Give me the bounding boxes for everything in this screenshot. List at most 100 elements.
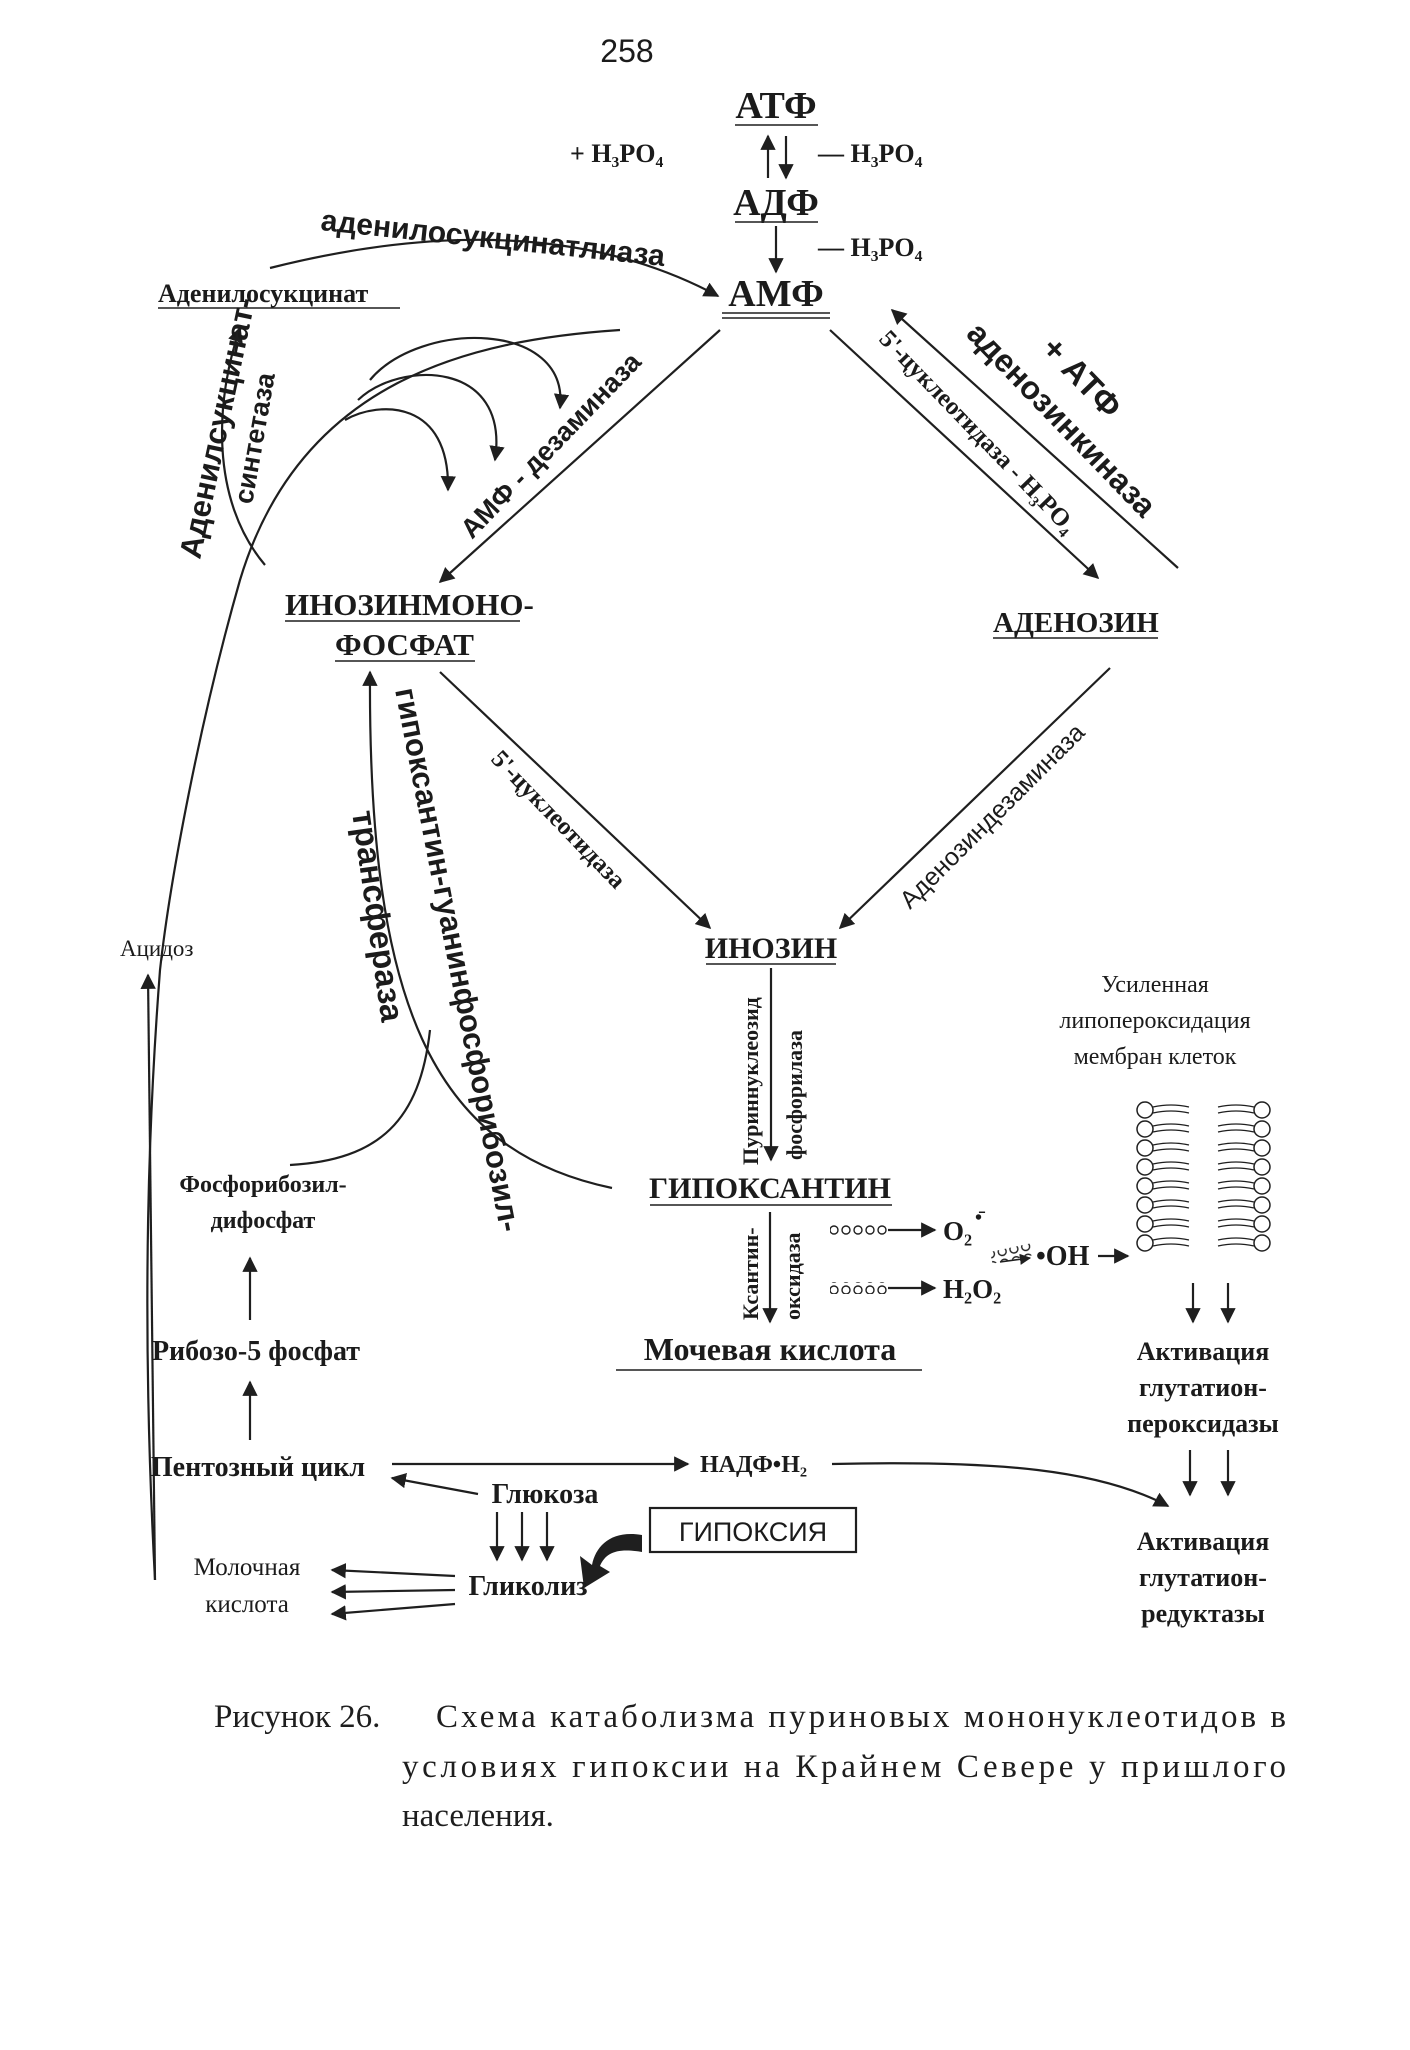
glucose-to-pentose-arrow (390, 1472, 479, 1496)
superoxide-label: O₂ (943, 1216, 972, 1246)
lipid-head (1136, 1177, 1154, 1195)
gr-label-2: глутатион- (1139, 1563, 1267, 1592)
lipid-tail (1152, 1161, 1190, 1165)
acidosis-label: Ацидоз (120, 936, 194, 961)
nucleotidase-label: 5'-цуклеотидаза (486, 745, 631, 894)
lipid-head (1136, 1158, 1154, 1176)
lipid-tail (1152, 1180, 1190, 1184)
hypoxanthine-label: ГИПОКСАНТИН (649, 1172, 891, 1205)
lactic-acid-label-2: кислота (205, 1591, 289, 1618)
glycolysis-label: Гликолиз (469, 1571, 588, 1602)
lipid-head (1253, 1120, 1271, 1138)
hypoxia-curved-arrow-icon (580, 1534, 642, 1588)
lipid-tail (1217, 1186, 1255, 1190)
feedback-arc-2 (357, 374, 505, 462)
adenosine-deaminase-label: Аденозиндезаминаза (894, 718, 1090, 914)
coil-icon-2 (830, 1282, 888, 1294)
lipid-tail (1217, 1243, 1255, 1247)
to-hydroxyl-arrow (999, 1253, 1032, 1265)
adenosine-to-inosine-arrow (838, 667, 1111, 930)
feedback-arc-3 (344, 408, 456, 492)
adenosine-to-amp-arrow (890, 308, 1179, 569)
lipid-tail (1217, 1224, 1255, 1228)
hgprt-arrow (362, 670, 613, 1190)
hgprt-second-curve (289, 1029, 432, 1167)
gpx-label-3: пероксидазы (1127, 1409, 1279, 1438)
hgprt-label-2: трансфераза (345, 808, 411, 1025)
lipid-tail (1152, 1237, 1190, 1241)
coil-icon-1 (830, 1224, 888, 1236)
pentose-cycle-label: Пентозный цикл (151, 1452, 365, 1483)
lyase-label: аденилосукцинатлиаза (319, 204, 667, 273)
lactic-acid-label-1: Молочная (194, 1554, 301, 1581)
lipid-tail (1217, 1142, 1255, 1146)
lipid-head (1253, 1101, 1271, 1119)
lipid-tail (1152, 1142, 1190, 1146)
adp-label: АДФ (733, 182, 819, 224)
lipid-tail (1152, 1104, 1190, 1108)
lipid-tail (1217, 1161, 1255, 1165)
imp-to-inosine-arrow (439, 671, 712, 930)
lipid-head (1136, 1196, 1154, 1214)
lipid-tail (1217, 1110, 1255, 1114)
lipid-tail (1152, 1167, 1190, 1171)
caption-label: Рисунок 26. (214, 1699, 380, 1735)
feedback-main-curve (146, 328, 621, 1581)
caption-line-2: условиях гипоксии на Крайнем Севере у пр… (402, 1749, 1286, 1785)
hypoxia-label: ГИПОКСИЯ (679, 1517, 827, 1547)
lipid-tail (1152, 1243, 1190, 1247)
lipid-label-3: мембран клеток (1074, 1044, 1237, 1070)
lipid-tail (1152, 1110, 1190, 1114)
gr-label-1: Активация (1137, 1527, 1270, 1556)
feedback-arc-1 (369, 336, 570, 410)
glycolysis-to-lactate-arrow-2 (330, 1584, 456, 1600)
glucose-label: Глюкоза (492, 1479, 599, 1510)
lactic-to-acidosis-arrow (140, 973, 157, 1581)
lipid-tail (1217, 1104, 1255, 1108)
lyase-arrow (269, 238, 720, 297)
lipid-head (1136, 1139, 1154, 1157)
nadph-to-gr-arrow (831, 1462, 1170, 1507)
nadph-label: НАДФ•H₂ (700, 1452, 807, 1478)
lipid-tail (1217, 1205, 1255, 1209)
peroxide-label: H₂O₂ (943, 1274, 1001, 1304)
coil-icon-3 (990, 1243, 1034, 1264)
lipid-head (1253, 1215, 1271, 1233)
amp-deaminase-label: АМФ - дезаминаза (455, 346, 648, 544)
lipid-tail (1152, 1123, 1190, 1127)
page-number: 258 (600, 33, 653, 69)
lipid-head (1136, 1215, 1154, 1233)
hydroxyl-label: •OH (1036, 1241, 1090, 1272)
lipid-tail (1152, 1199, 1190, 1203)
lipid-tail (1217, 1218, 1255, 1222)
lipid-head (1136, 1101, 1154, 1119)
ribose5p-label: Рибозо-5 фосфат (152, 1336, 360, 1367)
plus-h3po4-label: + H₃PO₄ (570, 139, 663, 168)
glycolysis-to-lactate-arrow-3 (330, 1602, 456, 1621)
superoxide-radical-mark: •̄ (975, 1207, 986, 1229)
amp-to-adenosine-arrow (829, 329, 1100, 580)
lipid-label-2: липопероксидация (1059, 1008, 1250, 1034)
lipid-head (1136, 1120, 1154, 1138)
lipid-tail (1217, 1199, 1255, 1203)
prpp-label-2: дифосфат (211, 1208, 316, 1234)
hypoxia-box (648, 1506, 858, 1554)
imp-label-1: ИНОЗИНМОНО- (285, 587, 534, 622)
lipid-tail (1152, 1129, 1190, 1133)
lipid-tail (1217, 1129, 1255, 1133)
phosphorylase-label-2: фосфорилаза (782, 1030, 807, 1160)
inosine-label: ИНОЗИН (705, 932, 838, 965)
amp-to-imp-arrow (438, 329, 721, 584)
xanthine-oxidase-label-2: оксидаза (780, 1232, 805, 1320)
amp-label: АМФ (728, 273, 823, 315)
lipid-tail (1217, 1148, 1255, 1152)
lipid-tail (1152, 1224, 1190, 1228)
lipid-head (1136, 1234, 1154, 1252)
lipid-tail (1152, 1186, 1190, 1190)
lipid-head (1253, 1234, 1271, 1252)
cell-membrane-bilayer-icon (1136, 1101, 1271, 1252)
lipid-label-1: Усиленная (1101, 972, 1209, 998)
gpx-label-1: Активация (1137, 1337, 1270, 1366)
minus-h3po4-label-2: — H₃PO₄ (817, 233, 923, 262)
